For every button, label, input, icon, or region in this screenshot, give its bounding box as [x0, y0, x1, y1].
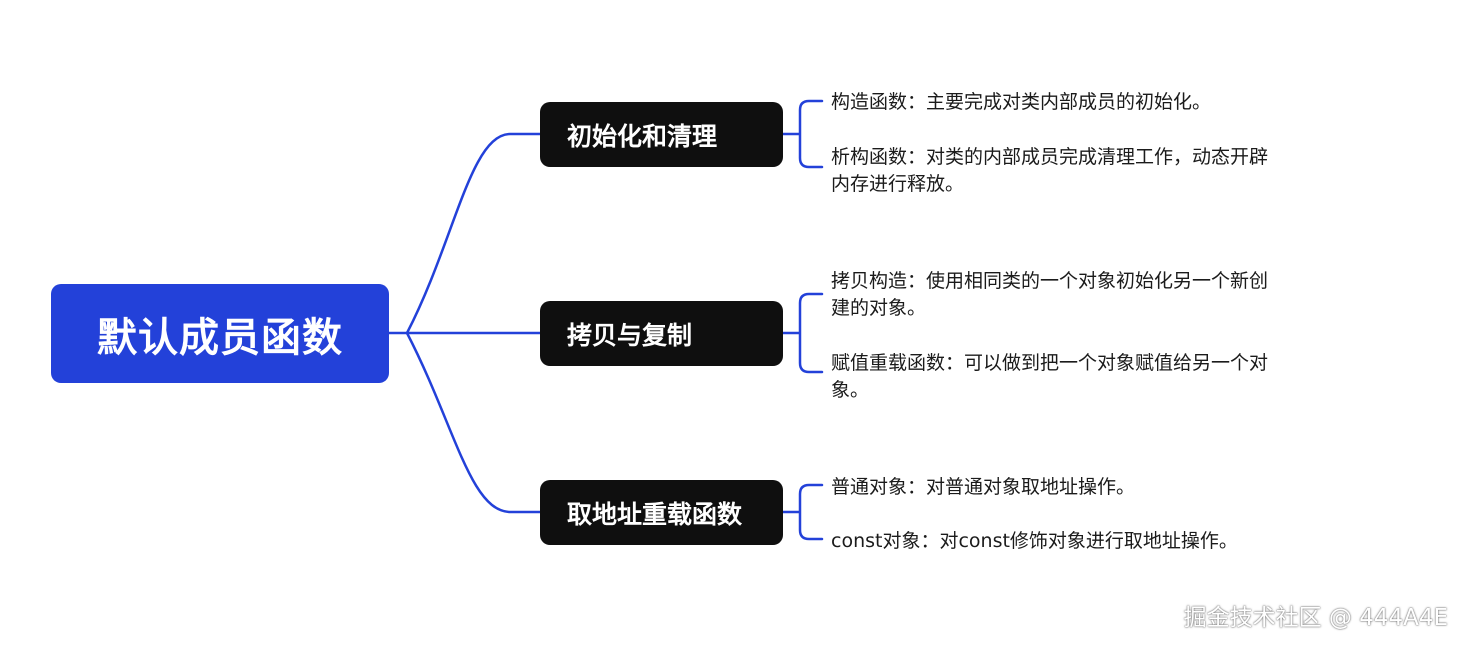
leaf-const-object[interactable]: const对象：对const修饰对象进行取地址操作。	[831, 530, 1238, 552]
branch-connector-0	[405, 132, 542, 335]
leaf-copy-constructor[interactable]: 拷贝构造：使用相同类的一个对象初始化另一个新创建的对象。	[831, 270, 1269, 319]
branch-connector-2	[405, 331, 542, 514]
leaf-destructor[interactable]: 析构函数：对类的内部成员完成清理工作，动态开辟内存进行释放。	[831, 146, 1269, 195]
leaf-constructor[interactable]: 构造函数：主要完成对类内部成员的初始化。	[831, 91, 1212, 113]
branch-node-init-cleanup[interactable]: 初始化和清理	[540, 102, 783, 167]
leaf-assignment-overload[interactable]: 赋值重载函数：可以做到把一个对象赋值给另一个对象。	[831, 352, 1269, 401]
branch-node-address-overload[interactable]: 取地址重载函数	[540, 480, 783, 545]
watermark-text: 掘金技术社区 @ 444A4E	[1183, 605, 1448, 631]
root-connectors	[387, 132, 542, 514]
leaf-bracket-1	[780, 292, 824, 374]
root-node[interactable]: 默认成员函数	[51, 284, 389, 383]
branch-node-label: 初始化和清理	[567, 121, 718, 151]
leaf-bracket-2	[780, 483, 824, 541]
leaf-brackets	[780, 99, 824, 541]
branch-node-label: 取地址重载函数	[567, 499, 743, 529]
branch-node-label: 拷贝与复制	[567, 320, 693, 350]
leaf-bracket-0	[780, 99, 824, 169]
leaf-normal-object[interactable]: 普通对象：对普通对象取地址操作。	[831, 476, 1136, 498]
branch-node-copy-assign[interactable]: 拷贝与复制	[540, 301, 783, 366]
root-node-label: 默认成员函数	[97, 314, 343, 361]
